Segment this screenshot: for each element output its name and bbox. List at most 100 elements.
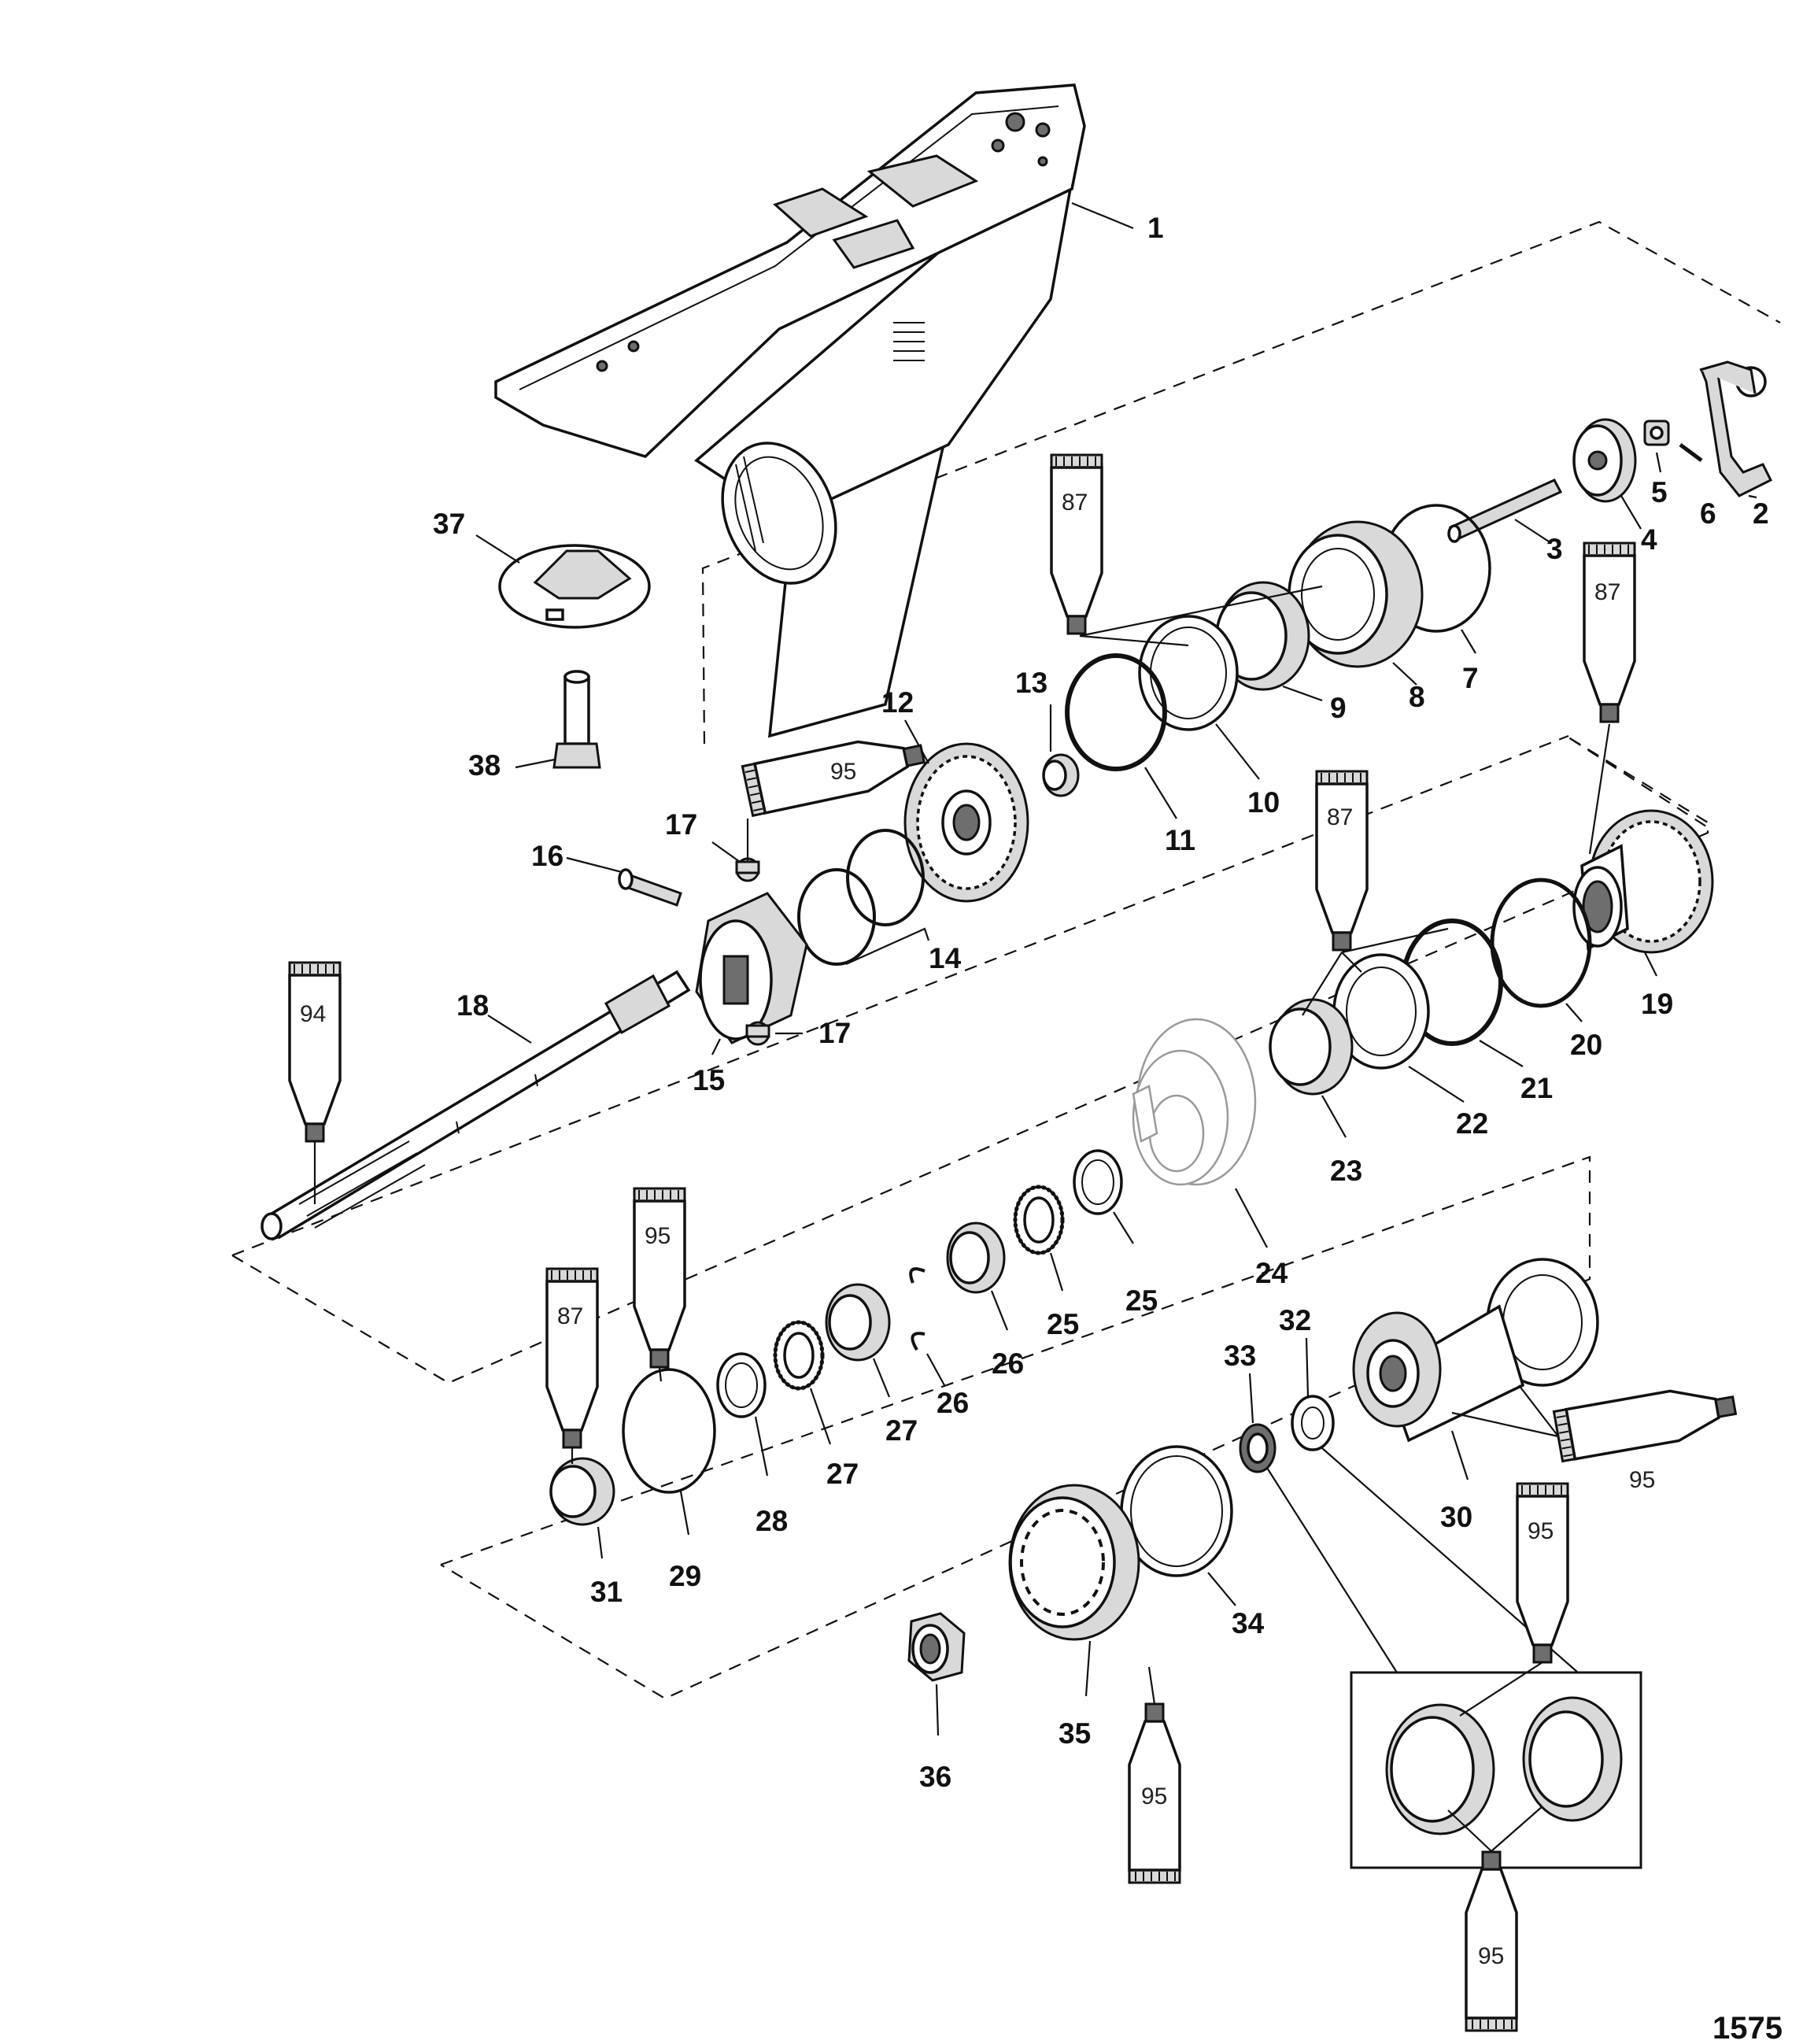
- tube-label-95-bottom-center: 95: [1141, 1783, 1167, 1809]
- anode-part-37: [498, 544, 651, 629]
- callout-20: 20: [1570, 1029, 1602, 1061]
- tube-label-95-bottom-right: 95: [1478, 1943, 1504, 1969]
- bearing-carrier-part-23: [1132, 1018, 1257, 1186]
- shim-part-10: [1138, 615, 1239, 731]
- sliding-clutch-part-15: [695, 892, 808, 1044]
- callout-24: 23: [1330, 1155, 1362, 1187]
- callout-14: 14: [929, 942, 962, 974]
- propeller-nut-part-36: [907, 1612, 966, 1682]
- callout-12: 12: [881, 686, 914, 719]
- small-nut-part-5: [1643, 420, 1670, 446]
- callout-17-upper: 17: [665, 808, 697, 841]
- callout-22: 22: [1456, 1107, 1488, 1140]
- reverse-gear-part-19: [1572, 809, 1714, 954]
- svg-text:87: 87: [1062, 490, 1088, 516]
- callout-26-lower: 27: [826, 1458, 859, 1490]
- callout-38: 38: [468, 749, 501, 782]
- callout-35: 35: [1059, 1717, 1091, 1750]
- callout-6: 6: [1700, 497, 1716, 530]
- callout-10: 10: [1247, 786, 1280, 819]
- callout-33: 33: [1224, 1340, 1256, 1372]
- svg-text:95: 95: [1528, 1518, 1554, 1544]
- shift-lever-part-2: [1699, 360, 1773, 497]
- callout-7: 7: [1462, 662, 1479, 694]
- callout-37: 37: [433, 508, 465, 540]
- pin-part-6: [1679, 442, 1703, 463]
- svg-text:87: 87: [557, 1303, 583, 1329]
- needle-bearing-part-13: [1042, 753, 1080, 797]
- callout-5: 5: [1651, 476, 1668, 508]
- callout-8: 8: [1409, 681, 1425, 713]
- retainer-nut-part-35: [1008, 1484, 1140, 1641]
- callout-23: 24: [1255, 1257, 1288, 1289]
- callout-25-lower: 28: [756, 1505, 788, 1537]
- bearing-carrier-part-30: [1352, 1258, 1599, 1443]
- dashed-assembly-outline-lower: [440, 1155, 1591, 1700]
- lubricant-tube-87-top: 87: [1050, 453, 1103, 635]
- tube-label-95-horizontal: 95: [830, 759, 856, 785]
- cam-follower-part-17b: [745, 1021, 770, 1046]
- callout-17-lower: 17: [818, 1017, 851, 1049]
- callout-27-lower: 27: [885, 1414, 918, 1447]
- callout-18: 18: [456, 989, 489, 1022]
- callout-9: 9: [1330, 692, 1347, 724]
- callout-30: 30: [1440, 1501, 1472, 1533]
- o-ring-part-14a: [797, 868, 876, 966]
- figure-id: 1575: [1712, 2011, 1783, 2044]
- snap-ring-part-20: [1490, 878, 1592, 1008]
- callout-1: 1: [1147, 212, 1164, 244]
- cross-pin-part-16: [618, 868, 682, 907]
- callout-2: 2: [1753, 497, 1769, 530]
- callout-21: 21: [1520, 1072, 1553, 1104]
- cam-follower-part-17a: [735, 857, 760, 882]
- lubricant-tube-95-right-angled: [1552, 1379, 1740, 1463]
- roller-bearing-part-27-upper: [946, 1222, 1006, 1294]
- svg-text:87: 87: [1594, 579, 1620, 605]
- bearing-cup-part-8: [1288, 520, 1424, 668]
- leader-1: [1071, 201, 1134, 230]
- oil-seal-part-32: [1291, 1395, 1335, 1451]
- callout-29: 29: [669, 1560, 701, 1592]
- lubricant-tube-95-middle-left: 95: [633, 1187, 686, 1369]
- leader-seal-33: [1266, 1467, 1398, 1673]
- lubricant-tube-95-box-top: 95: [1516, 1482, 1569, 1664]
- o-ring-part-14b: [846, 829, 925, 926]
- svg-text:95: 95: [645, 1223, 671, 1249]
- retaining-ring-part-28: [909, 1267, 926, 1351]
- anode-bolt-part-38: [552, 670, 601, 769]
- callout-25-upper: 25: [1125, 1284, 1158, 1317]
- callout-3: 3: [1546, 533, 1563, 565]
- callout-36: 36: [919, 1761, 951, 1793]
- callout-19: 19: [1641, 988, 1673, 1020]
- callout-4: 4: [1641, 523, 1657, 556]
- lubricant-tube-87-middle: 87: [1315, 770, 1369, 952]
- callout-15: 15: [693, 1064, 725, 1096]
- thrust-bearing-part-26-lower: [773, 1320, 825, 1391]
- callout-32: 32: [1279, 1304, 1311, 1336]
- svg-text:94: 94: [300, 1001, 326, 1027]
- callout-13: 13: [1015, 667, 1047, 699]
- snap-ring-part-11: [1065, 653, 1167, 771]
- callout-31: 31: [590, 1576, 623, 1608]
- callout-16: 16: [531, 840, 563, 872]
- roller-bearing-part-27-lower: [825, 1283, 891, 1362]
- bearing-sleeve-part-31: [549, 1457, 615, 1526]
- svg-text:87: 87: [1327, 804, 1353, 830]
- shift-bushing-part-4: [1572, 418, 1637, 503]
- seal-detail-box: [1350, 1671, 1642, 1869]
- tube-label-95-right-angled: 95: [1629, 1467, 1655, 1493]
- gear-housing-part-1: [494, 83, 1086, 738]
- callout-11: 11: [1165, 824, 1195, 856]
- callout-28: 26: [937, 1387, 969, 1419]
- dashed-assembly-outline-upper: [701, 220, 1781, 745]
- lubricant-tube-94: 94: [288, 961, 342, 1143]
- lubricant-tube-95-bottom-right: [1465, 1850, 1518, 2032]
- lubricant-tube-87-right: 87: [1583, 541, 1636, 723]
- o-ring-part-29: [622, 1368, 716, 1494]
- callout-26-upper: 25: [1047, 1308, 1079, 1340]
- thrust-bearing-part-26-upper: [1013, 1185, 1065, 1255]
- callout-27-upper: 26: [992, 1347, 1024, 1380]
- callout-34: 34: [1232, 1607, 1265, 1639]
- roller-bearing-part-24: [1269, 998, 1354, 1096]
